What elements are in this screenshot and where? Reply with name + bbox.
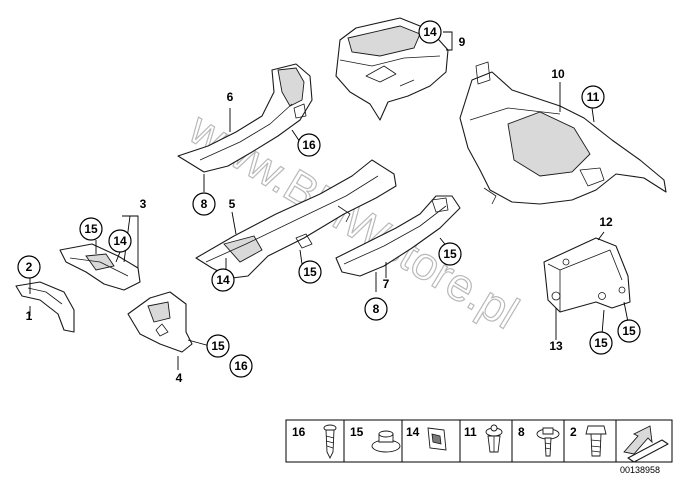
svg-text:15: 15 <box>84 222 98 236</box>
svg-text:15: 15 <box>350 425 364 439</box>
expanding-rivet-icon <box>485 424 503 453</box>
callout-8-mid[interactable]: 8 <box>364 297 388 321</box>
svg-text:15: 15 <box>443 247 457 261</box>
svg-text:11: 11 <box>464 425 477 439</box>
svg-text:15: 15 <box>622 324 636 338</box>
callout-15-b[interactable]: 15 <box>298 260 322 284</box>
svg-text:15: 15 <box>211 339 225 353</box>
svg-text:14: 14 <box>406 425 420 439</box>
svg-text:14: 14 <box>423 25 437 39</box>
part-3-heat-shield[interactable] <box>59 243 141 291</box>
callout-15-c[interactable]: 15 <box>438 242 462 266</box>
part-5-heat-shield[interactable] <box>195 159 397 279</box>
legend-item-8[interactable]: 8 <box>518 425 560 457</box>
svg-text:14: 14 <box>216 273 230 287</box>
label-part-5[interactable]: 5 <box>229 197 236 211</box>
hex-bolt-icon <box>585 425 607 457</box>
callout-11[interactable]: 11 <box>581 85 605 109</box>
svg-text:16: 16 <box>302 138 316 152</box>
callout-16-top[interactable]: 16 <box>297 133 321 157</box>
clip-nut-icon <box>427 427 447 451</box>
svg-text:8: 8 <box>201 197 208 211</box>
label-part-13[interactable]: 13 <box>549 339 563 353</box>
label-part-7[interactable]: 7 <box>383 277 390 291</box>
legend-item-2[interactable]: 2 <box>570 425 607 457</box>
part-6-heat-shield[interactable] <box>177 63 313 173</box>
svg-text:2: 2 <box>26 260 33 274</box>
part-4-heat-shield[interactable] <box>127 291 193 353</box>
svg-text:15: 15 <box>303 265 317 279</box>
svg-text:14: 14 <box>113 234 127 248</box>
label-part-4[interactable]: 4 <box>176 371 183 385</box>
svg-text:11: 11 <box>587 90 600 104</box>
label-part-12[interactable]: 12 <box>599 215 613 229</box>
label-part-1[interactable]: 1 <box>26 309 33 323</box>
callout-14-mid[interactable]: 14 <box>108 229 132 253</box>
hardware-legend: 16 15 14 11 <box>285 419 673 463</box>
part-12-13-bracket[interactable] <box>543 237 631 313</box>
label-part-10[interactable]: 10 <box>551 67 565 81</box>
part-10-tunnel-shield[interactable] <box>459 61 667 205</box>
screw-icon <box>323 424 337 460</box>
callout-14-top[interactable]: 14 <box>418 20 442 44</box>
svg-text:16: 16 <box>234 359 248 373</box>
part-9-heat-shield[interactable] <box>335 17 449 121</box>
legend-item-15[interactable]: 15 <box>350 425 401 453</box>
callout-15-a[interactable]: 15 <box>79 217 103 241</box>
washer-nut-icon <box>371 430 401 453</box>
callout-14-b[interactable]: 14 <box>211 268 235 292</box>
callout-15-d[interactable]: 15 <box>206 334 230 358</box>
svg-text:8: 8 <box>518 425 525 439</box>
callout-15-e[interactable]: 15 <box>589 331 613 355</box>
label-part-9[interactable]: 9 <box>459 35 466 49</box>
callout-8-left[interactable]: 8 <box>192 192 216 216</box>
part-7-heat-shield[interactable] <box>335 195 461 277</box>
collar-screw-icon <box>536 427 560 457</box>
svg-text:2: 2 <box>570 425 577 439</box>
diagram-id: 00138958 <box>620 465 660 475</box>
direction-arrow-icon <box>623 425 669 463</box>
part-1-heat-shield[interactable] <box>15 281 75 333</box>
legend-item-16[interactable]: 16 <box>292 424 337 460</box>
svg-text:15: 15 <box>594 336 608 350</box>
svg-text:16: 16 <box>292 425 306 439</box>
legend-item-14[interactable]: 14 <box>406 425 447 451</box>
callout-15-f[interactable]: 15 <box>617 319 641 343</box>
label-part-3[interactable]: 3 <box>140 197 147 211</box>
svg-text:8: 8 <box>373 302 380 316</box>
label-part-6[interactable]: 6 <box>227 90 234 104</box>
legend-item-11[interactable]: 11 <box>464 424 503 453</box>
callout-2[interactable]: 2 <box>17 255 41 279</box>
callout-16-bot[interactable]: 16 <box>229 354 253 378</box>
